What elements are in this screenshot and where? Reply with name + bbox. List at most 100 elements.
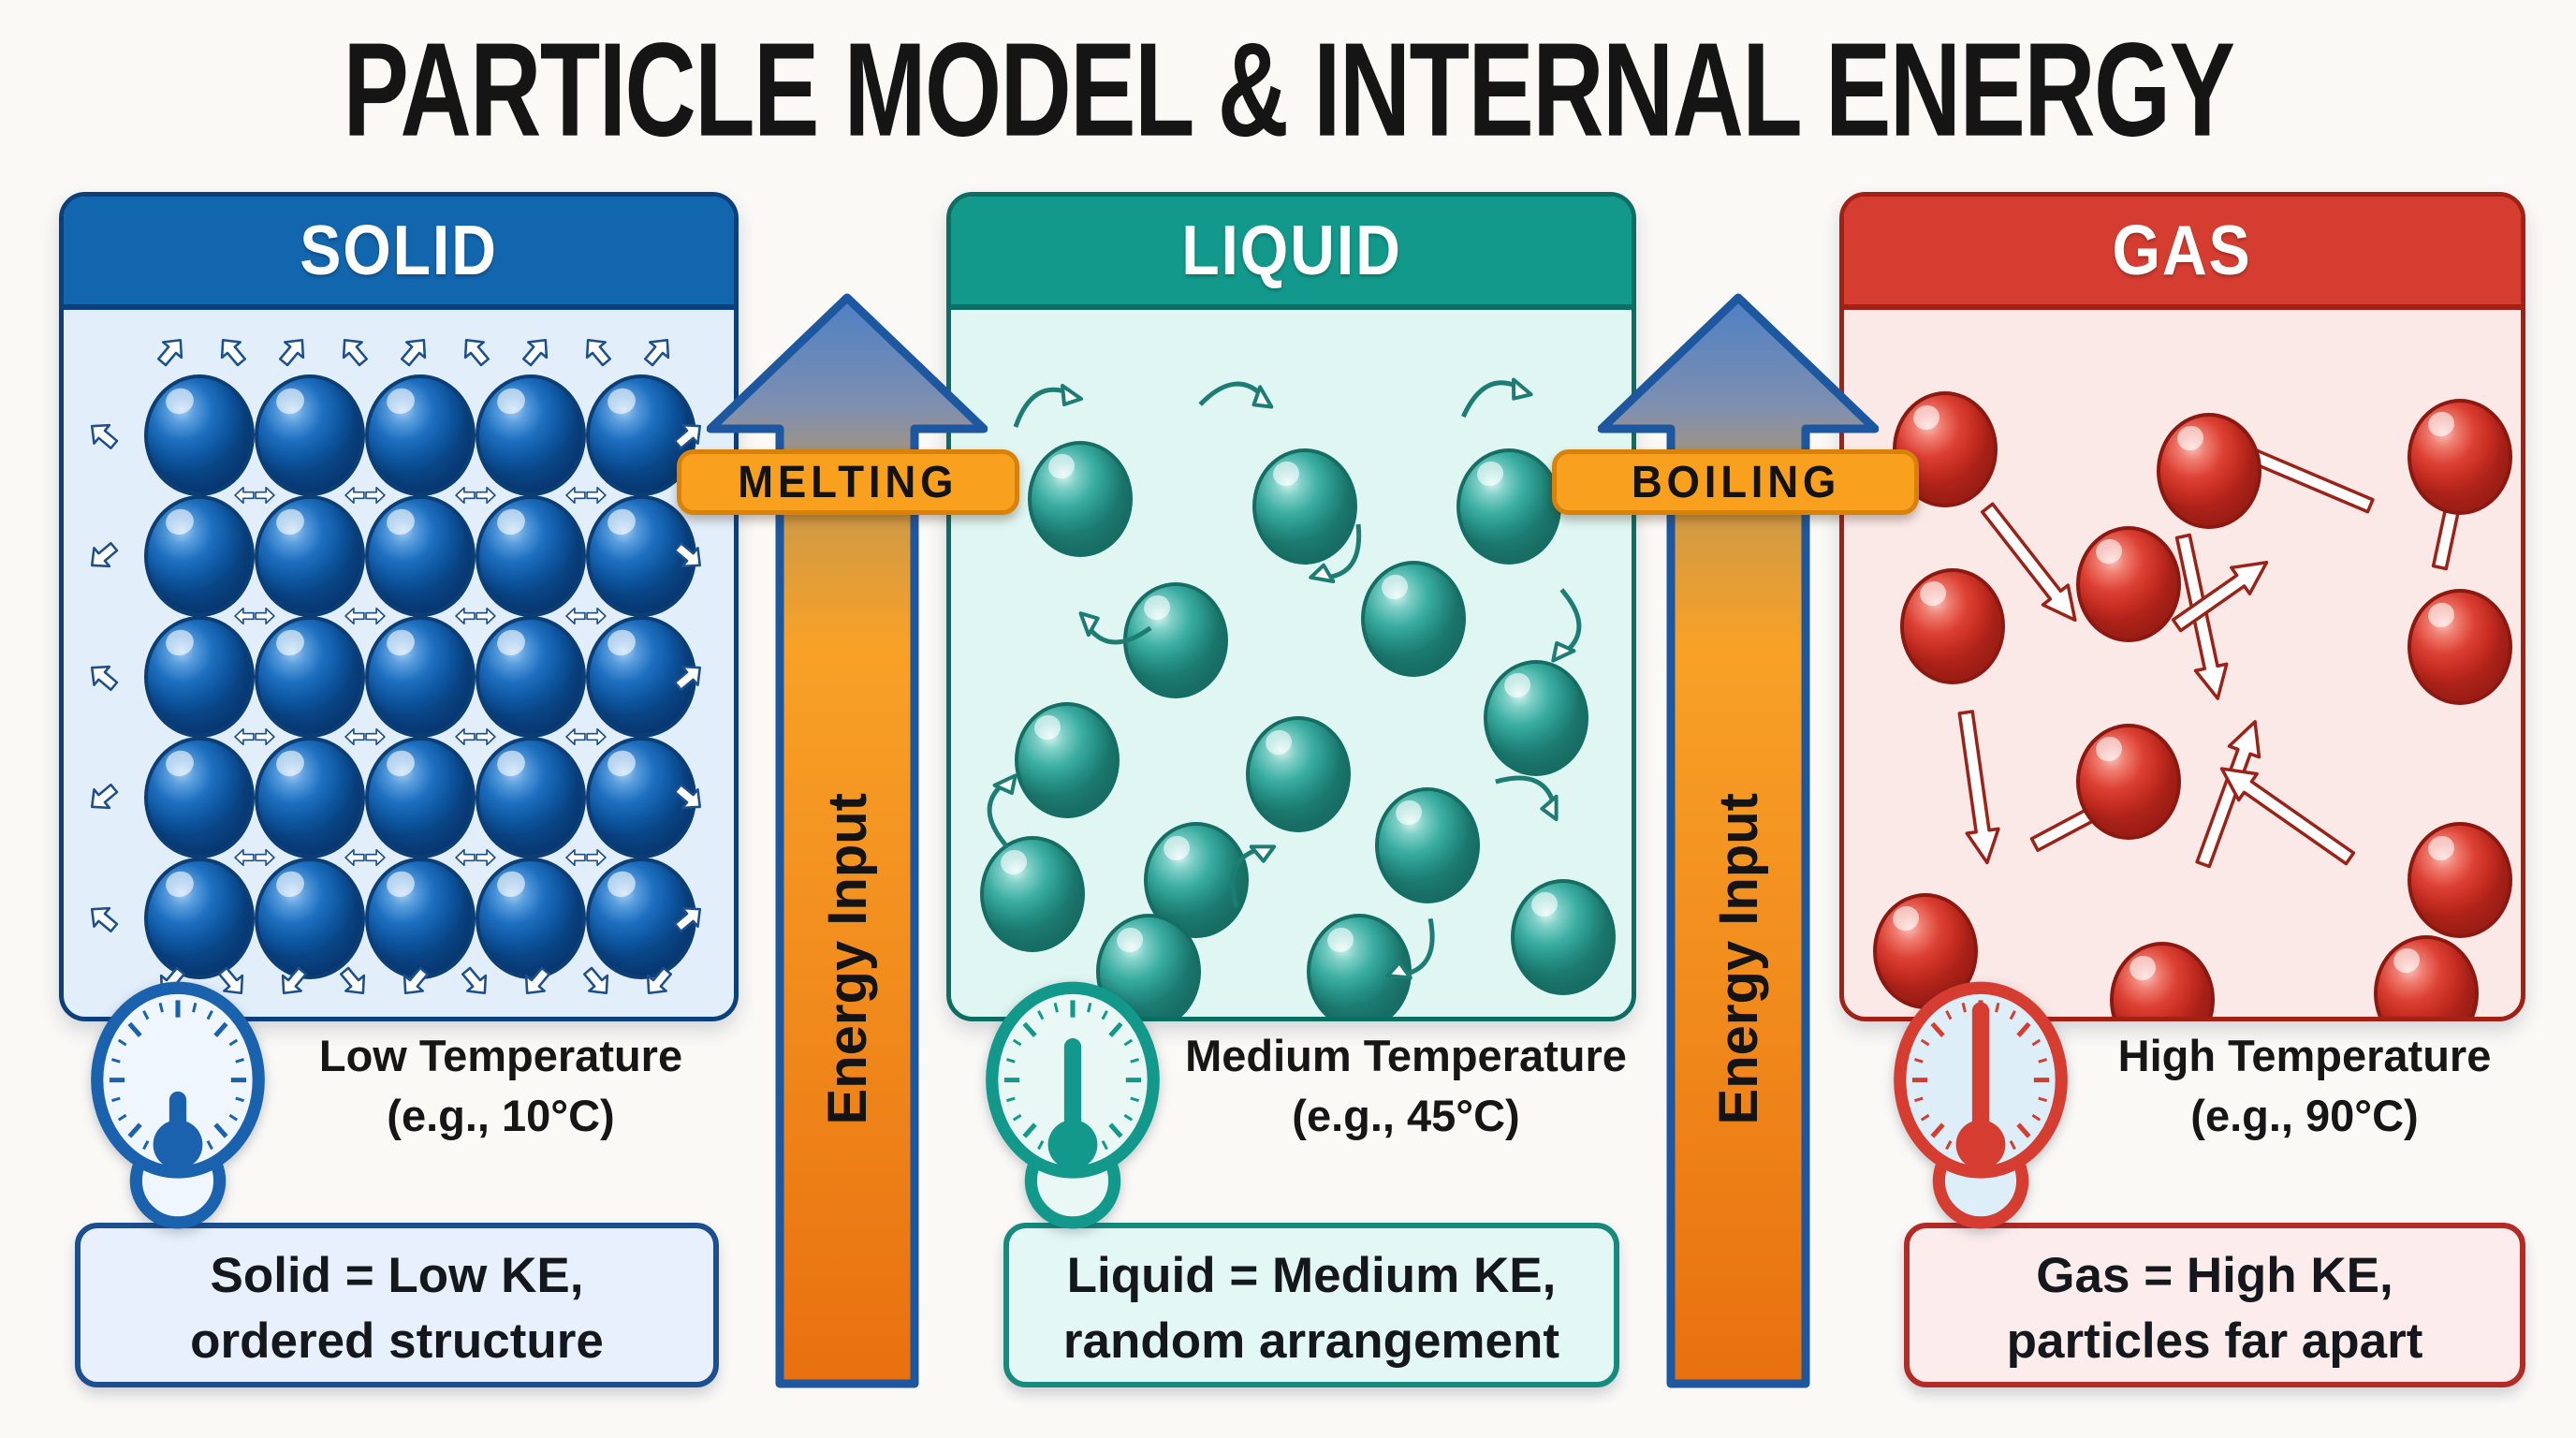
vibration-chevron-icon [344, 606, 365, 626]
gas-particle [2157, 412, 2262, 529]
solid-particle [144, 858, 255, 979]
page-title: PARTICLE MODEL & INTERNAL ENERGY [0, 13, 2576, 164]
vibration-arrow-icon [331, 329, 376, 374]
solid-particle [476, 616, 586, 738]
solid-particle [476, 495, 586, 617]
gas-particle [2407, 398, 2512, 515]
vibration-arrow-icon [80, 896, 125, 941]
liquid-particle [1245, 716, 1351, 833]
energy-input-label-boiling: Energy Input [1707, 792, 1769, 1125]
solid-particle [255, 374, 365, 496]
solid-particle [476, 737, 586, 858]
boiling-label: BOILING [1552, 449, 1919, 515]
vibration-arrow-icon [666, 534, 711, 579]
vibration-chevron-icon [476, 726, 496, 747]
flow-arrow-icon [1471, 737, 1588, 854]
vibration-chevron-icon [586, 485, 607, 506]
liquid-particle [1361, 561, 1467, 678]
solid-particle [144, 495, 255, 617]
gas-particle [2407, 822, 2512, 939]
vibration-chevron-icon [586, 847, 607, 868]
solid-particle [586, 616, 696, 738]
panel-solid-header: SOLID [64, 197, 734, 310]
vibration-arrow-icon [514, 329, 559, 374]
vibration-chevron-icon [455, 847, 476, 868]
panel-liquid-title: LIQUID [1180, 211, 1402, 290]
flow-arrow-icon [1506, 568, 1621, 683]
vibration-chevron-icon [234, 726, 255, 747]
energy-arrow-melting-icon [706, 292, 988, 1389]
solid-particle [365, 858, 476, 979]
vibration-chevron-icon [365, 606, 386, 626]
liquid-particle [1252, 448, 1358, 565]
vibration-chevron-icon [255, 606, 275, 626]
panel-gas-body [1844, 315, 2521, 1017]
liquid-particle [1456, 448, 1562, 565]
panel-liquid: LIQUID [946, 192, 1636, 1021]
temperature-caption-gas: High Temperature (e.g., 90°C) [2117, 1031, 2492, 1140]
vibration-arrow-icon [210, 960, 255, 1005]
solid-particle [586, 858, 696, 979]
vibration-arrow-icon [210, 329, 255, 374]
velocity-arrow-icon [1968, 494, 2092, 637]
summary-box-liquid: Liquid = Medium KE, random arrangement [1003, 1223, 1619, 1387]
vibration-chevron-icon [255, 847, 275, 868]
page-title-text: PARTICLE MODEL & INTERNAL ENERGY [343, 15, 2234, 164]
vibration-arrow-icon [80, 775, 125, 820]
vibration-chevron-icon [476, 485, 496, 506]
liquid-particle [1028, 441, 1134, 558]
vibration-chevron-icon [365, 485, 386, 506]
summary-box-gas: Gas = High KE, particles far apart [1904, 1223, 2525, 1387]
vibration-arrow-icon [392, 960, 437, 1005]
temperature-caption-solid: Low Temperature (e.g., 10°C) [318, 1031, 683, 1140]
panel-solid: SOLID [59, 192, 739, 1021]
vibration-chevron-icon [455, 485, 476, 506]
gas-particle [2075, 723, 2181, 840]
vibration-chevron-icon [344, 485, 365, 506]
gas-particle [2407, 589, 2512, 706]
vibration-arrow-icon [636, 960, 681, 1005]
solid-particle [144, 737, 255, 858]
vibration-chevron-icon [565, 847, 586, 868]
panel-solid-body [64, 315, 734, 1017]
vibration-arrow-icon [331, 960, 376, 1005]
vibration-chevron-icon [234, 485, 255, 506]
vibration-chevron-icon [365, 847, 386, 868]
vibration-arrow-icon [575, 329, 620, 374]
velocity-arrow-icon [2185, 712, 2278, 873]
flow-arrow-icon [1181, 345, 1294, 457]
panel-gas: GAS [1839, 192, 2525, 1021]
vibration-chevron-icon [234, 606, 255, 626]
vibration-chevron-icon [476, 606, 496, 626]
flow-arrow-icon [1450, 355, 1542, 447]
vibration-arrow-icon [271, 329, 315, 374]
vibration-arrow-icon [271, 960, 315, 1005]
liquid-particle [980, 836, 1086, 953]
vibration-arrow-icon [514, 960, 559, 1005]
solid-particle [365, 616, 476, 738]
velocity-arrow-icon [2208, 747, 2365, 874]
flow-arrow-icon [1283, 500, 1396, 612]
vibration-chevron-icon [365, 726, 386, 747]
flow-arrow-icon [951, 752, 1063, 867]
vibration-arrow-icon [666, 654, 711, 699]
gas-particle [2109, 942, 2215, 1017]
vibration-chevron-icon [455, 606, 476, 626]
temperature-caption-liquid: Medium Temperature (e.g., 45°C) [1185, 1031, 1627, 1140]
vibration-arrow-icon [80, 413, 125, 458]
liquid-particle [1511, 878, 1617, 995]
vibration-chevron-icon [344, 847, 365, 868]
melting-label-text: MELTING [738, 457, 959, 507]
gas-particle [1899, 567, 2005, 684]
thermometer-medium-icon [981, 974, 1164, 1232]
vibration-chevron-icon [255, 485, 275, 506]
solid-particle [365, 737, 476, 858]
flow-arrow-icon [1192, 814, 1309, 932]
flow-arrow-icon [1004, 365, 1089, 449]
vibration-arrow-icon [80, 534, 125, 579]
solid-particle [255, 616, 365, 738]
thermometer-high-icon [1889, 974, 2072, 1232]
boiling-label-text: BOILING [1631, 457, 1840, 507]
panel-gas-title: GAS [2112, 211, 2253, 290]
